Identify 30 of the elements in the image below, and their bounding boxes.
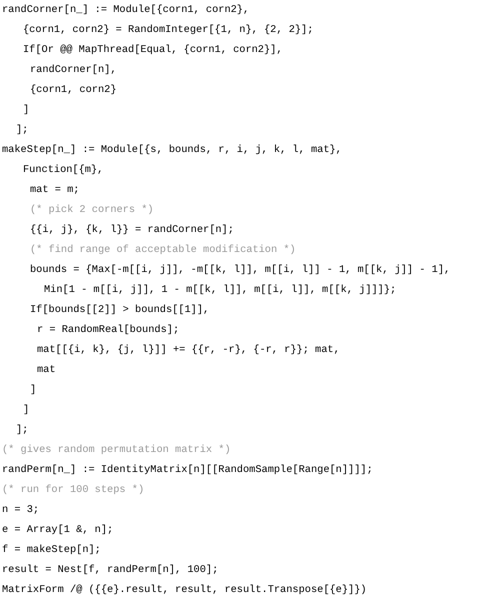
code-line: ] bbox=[30, 383, 36, 397]
code-line: f = makeStep[n]; bbox=[2, 543, 101, 557]
code-comment: (* find range of acceptable modification *) bbox=[30, 243, 296, 257]
code-line: randCorner[n_] := Module[{corn1, corn2}, bbox=[2, 3, 250, 17]
code-line: makeStep[n_] := Module[{s, bounds, r, i, j, k, l, mat}, bbox=[2, 143, 342, 157]
code-line: mat = m; bbox=[30, 183, 80, 197]
code-line: MatrixForm /@ ({{e}.result, result, result.Transpose[{e}]}) bbox=[2, 583, 367, 597]
code-comment: (* pick 2 corners *) bbox=[30, 203, 154, 217]
code-line: e = Array[1 &, n]; bbox=[2, 523, 114, 537]
code-line: Min[1 - m[[i, j]], 1 - m[[k, l]], m[[i, l]], m[[k, j]]]}; bbox=[44, 283, 396, 297]
code-line: {corn1, corn2} bbox=[30, 83, 117, 97]
code-line: randCorner[n], bbox=[30, 63, 117, 77]
code-line: {corn1, corn2} = RandomInteger[{1, n}, {2, 2}]; bbox=[23, 23, 314, 37]
code-line: n = 3; bbox=[2, 503, 40, 517]
code-line: {{i, j}, {k, l}} = randCorner[n]; bbox=[30, 223, 234, 237]
code-line: If[Or @@ MapThread[Equal, {corn1, corn2}], bbox=[23, 43, 283, 57]
code-comment: (* run for 100 steps *) bbox=[2, 483, 144, 497]
code-comment: (* gives random permutation matrix *) bbox=[2, 443, 231, 457]
code-line: ] bbox=[23, 403, 30, 417]
code-line: randPerm[n_] := IdentityMatrix[n][[RandomSample[Range[n]]]]; bbox=[2, 463, 373, 477]
code-line: ]; bbox=[16, 423, 28, 437]
code-line: Function[{m}, bbox=[23, 163, 104, 177]
code-line: bounds = {Max[-m[[i, j]], -m[[k, l]], m[[i, l]] - 1, m[[k, j]] - 1], bbox=[30, 263, 450, 277]
code-line: ] bbox=[23, 103, 30, 117]
code-line: result = Nest[f, randPerm[n], 100]; bbox=[2, 563, 218, 577]
code-line: mat[[{i, k}, {j, l}]] += {{r, -r}, {-r, r}}; mat, bbox=[37, 343, 340, 357]
code-line: r = RandomReal[bounds]; bbox=[37, 323, 180, 337]
code-line: ]; bbox=[16, 123, 28, 137]
code-line: If[bounds[[2]] > bounds[[1]], bbox=[30, 303, 210, 317]
code-line: mat bbox=[37, 363, 56, 377]
